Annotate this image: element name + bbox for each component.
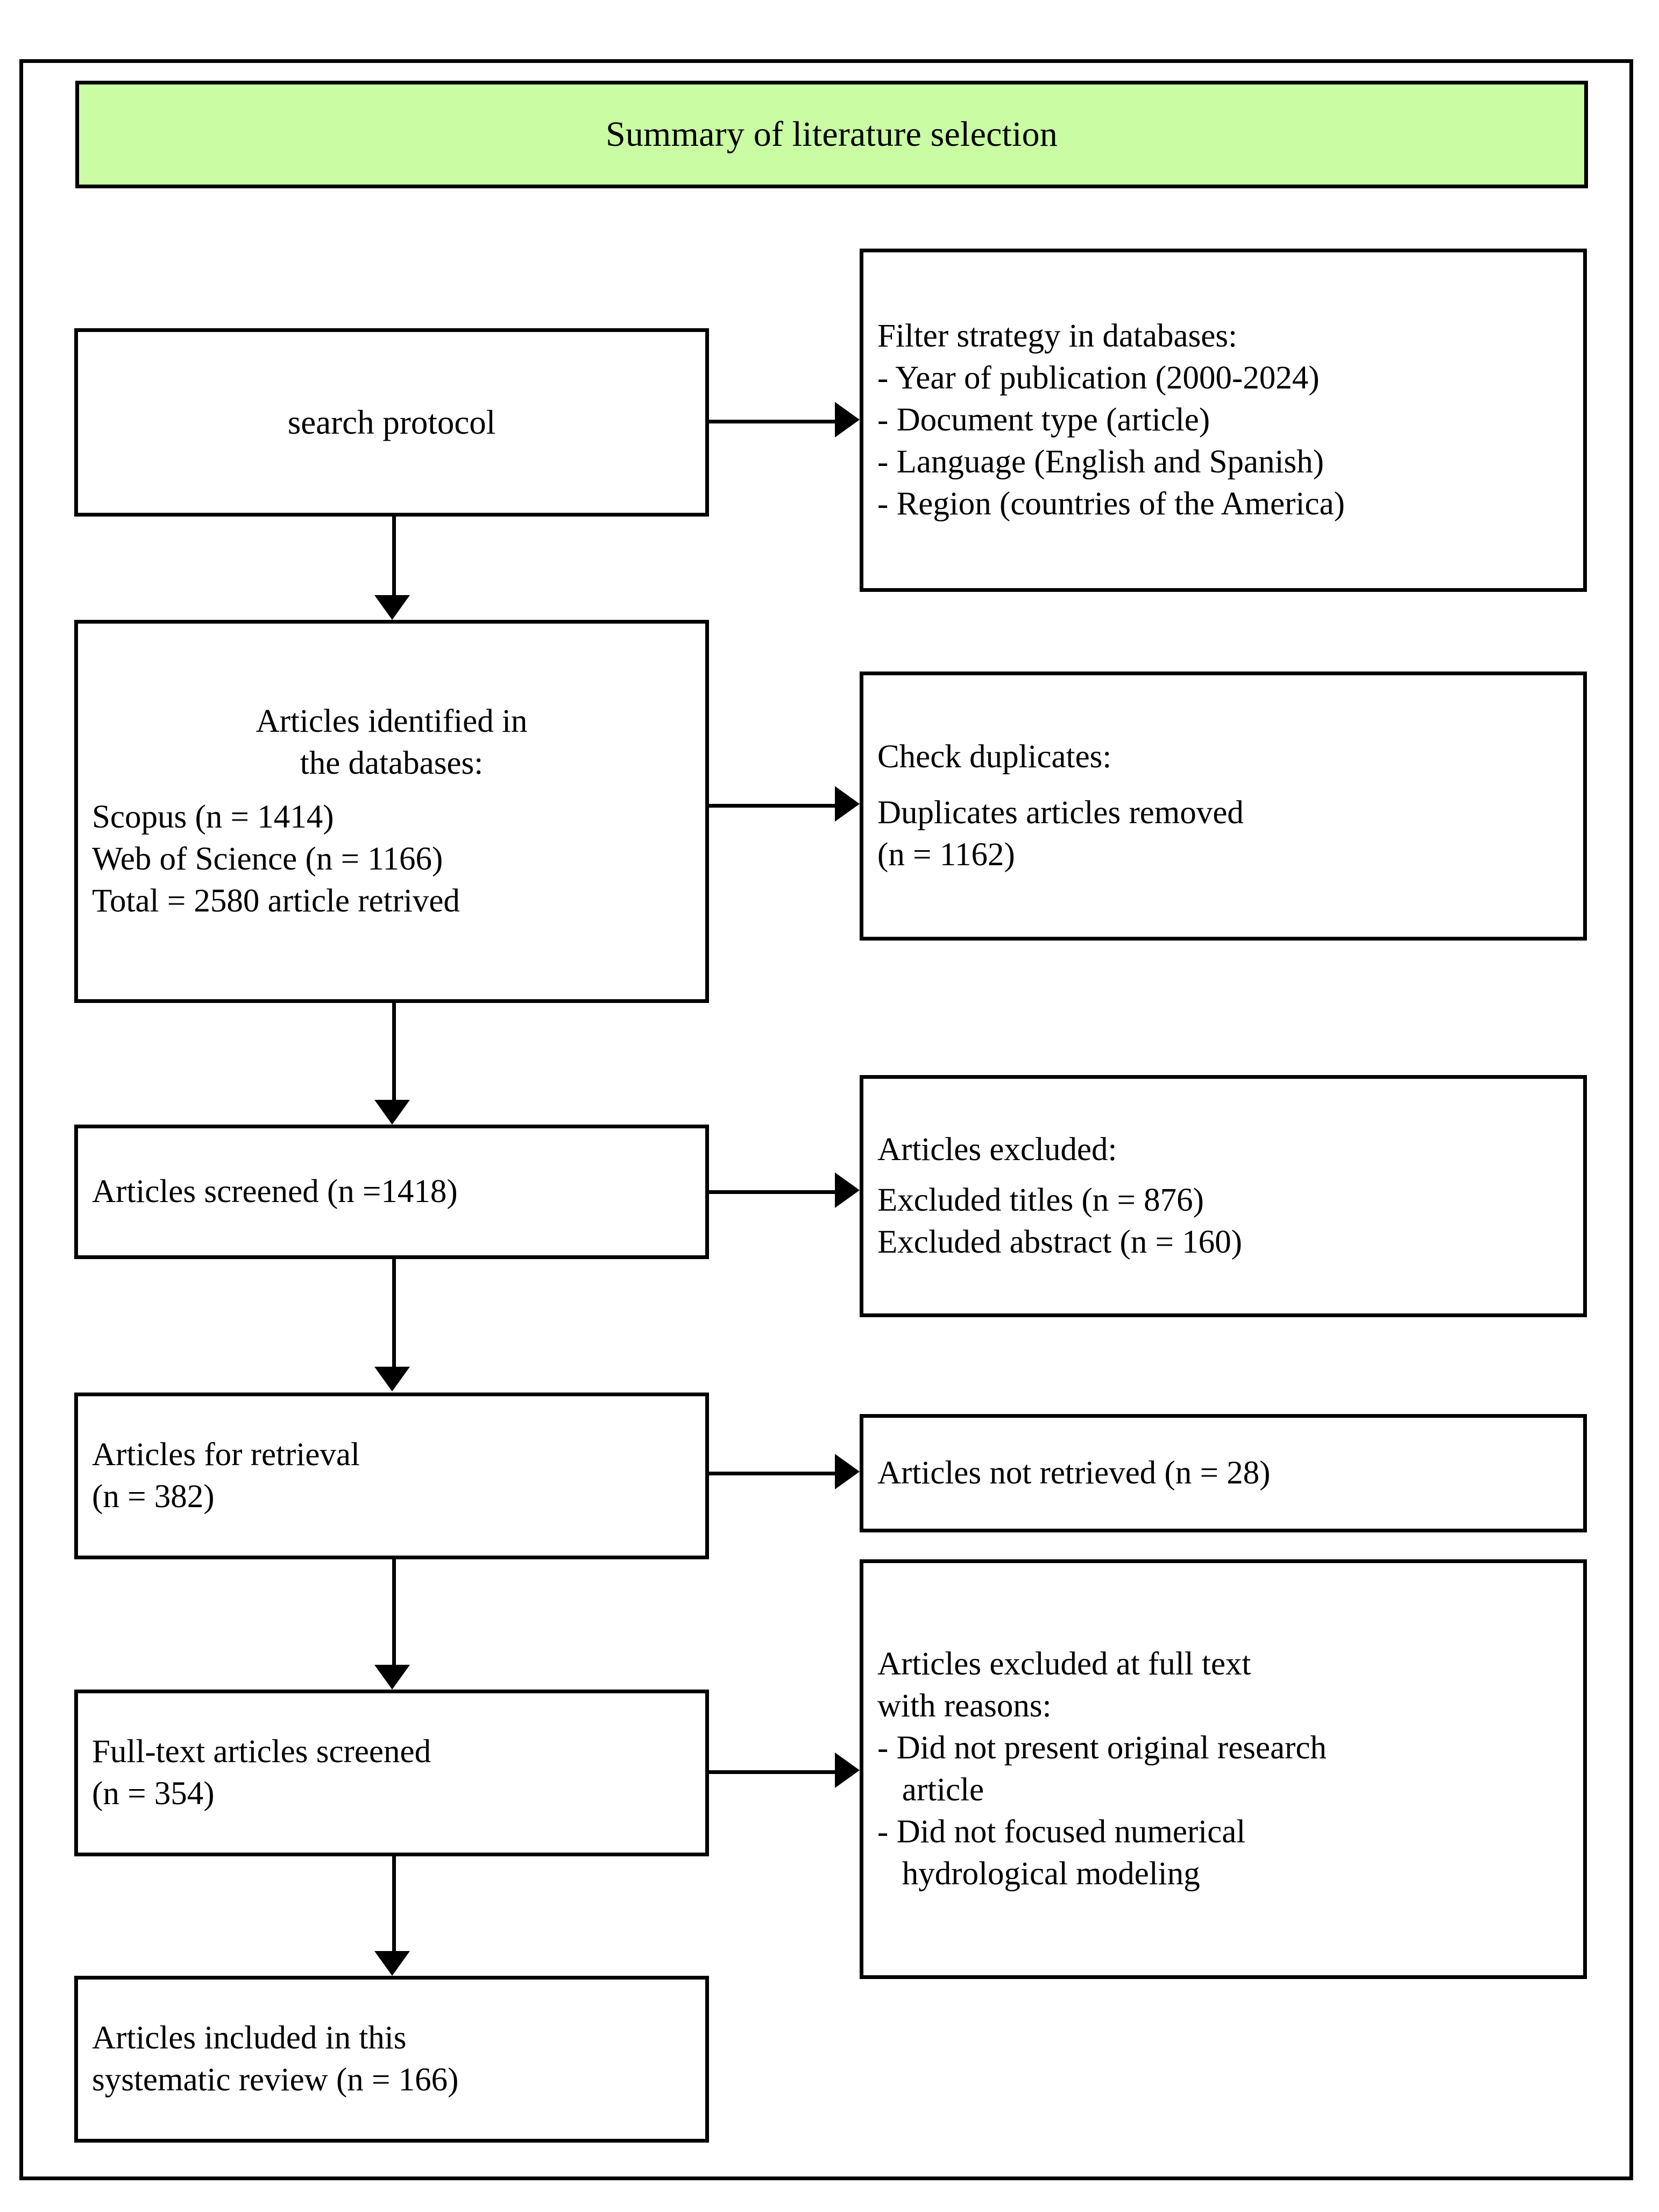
node-excluded-fulltext-line-4: - Did not focused numerical [877, 1814, 1246, 1850]
connector-retrieval-to-notretrieved-line [709, 1472, 836, 1475]
node-articles-for-retrieval: Articles for retrieval (n = 382) [74, 1393, 709, 1559]
node-articles-screened-line-0: Articles screened (n =1418) [92, 1173, 458, 1210]
page-title: Summary of literature selection [605, 115, 1058, 154]
connector-screened-to-retrieval-arrowhead [374, 1367, 410, 1391]
node-filter-strategy-line-1: - Year of publication (2000-2024) [877, 359, 1320, 396]
node-filter-strategy-line-4: - Region (countries of the America) [877, 486, 1345, 522]
node-excluded-fulltext-line-2: - Did not present original research [877, 1729, 1327, 1766]
connector-screened-to-excluded-arrowhead [835, 1172, 860, 1208]
node-check-duplicates-line-2: (n = 1162) [877, 837, 1015, 873]
connector-retrieval-to-fulltext-arrowhead [374, 1665, 410, 1690]
node-articles-included: Articles included in this systematic rev… [74, 1976, 709, 2143]
node-filter-strategy-line-3: - Language (English and Spanish) [877, 444, 1324, 480]
connector-fulltext-to-excluded-arrowhead [835, 1752, 860, 1788]
connector-identified-to-duplicates-line [709, 804, 836, 808]
connector-search-to-filter-arrowhead [835, 402, 860, 437]
node-articles-screened: Articles screened (n =1418) [74, 1125, 709, 1259]
connector-search-to-identified-line [392, 517, 396, 596]
node-fulltext-screened-line-0: Full-text articles screened [92, 1733, 431, 1770]
connector-screened-to-retrieval-line [392, 1259, 396, 1367]
node-articles-not-retrieved: Articles not retrieved (n = 28) [860, 1414, 1587, 1532]
connector-retrieval-to-fulltext-line [392, 1559, 396, 1665]
node-articles-included-line-1: systematic review (n = 166) [92, 2062, 459, 2098]
connector-search-to-filter-line [709, 420, 836, 423]
connector-fulltext-to-included-line [392, 1856, 396, 1951]
connector-identified-to-duplicates-arrowhead [835, 786, 860, 822]
node-check-duplicates: Check duplicates: Duplicates articles re… [860, 672, 1587, 941]
node-articles-identified-line-1: Web of Science (n = 1166) [92, 841, 443, 878]
node-articles-included-line-0: Articles included in this [92, 2019, 407, 2056]
node-search-protocol-line-0: search protocol [287, 403, 496, 441]
figure-title-banner: Summary of literature selection [75, 81, 1588, 188]
node-excluded-fulltext-line-5: hydrological modeling [877, 1856, 1200, 1892]
node-articles-identified-header-0: Articles identified in [256, 703, 528, 739]
node-filter-strategy: Filter strategy in databases: - Year of … [860, 249, 1587, 592]
node-articles-excluded-line-1: Excluded titles (n = 876) [877, 1182, 1204, 1218]
node-excluded-fulltext-line-1: with reasons: [877, 1687, 1052, 1724]
node-articles-identified-line-0: Scopus (n = 1414) [92, 798, 334, 835]
node-fulltext-screened-line-1: (n = 354) [92, 1776, 215, 1812]
node-filter-strategy-line-0: Filter strategy in databases: [877, 317, 1238, 354]
connector-fulltext-to-included-arrowhead [374, 1951, 410, 1976]
node-search-protocol: search protocol [74, 328, 709, 517]
node-excluded-fulltext-line-3: article [877, 1772, 984, 1808]
node-check-duplicates-line-1: Duplicates articles removed [877, 794, 1244, 831]
connector-screened-to-excluded-line [709, 1190, 836, 1194]
node-articles-excluded-line-0: Articles excluded: [877, 1131, 1117, 1168]
connector-identified-to-screened-line [392, 1003, 396, 1101]
node-articles-excluded: Articles excluded: Excluded titles (n = … [860, 1075, 1587, 1317]
connector-identified-to-screened-arrowhead [374, 1100, 410, 1125]
node-articles-excluded-line-2: Excluded abstract (n = 160) [877, 1224, 1243, 1261]
node-filter-strategy-line-2: - Document type (article) [877, 401, 1210, 438]
node-articles-identified-header-1: the databases: [300, 745, 484, 781]
node-articles-identified: Articles identified in the databases: Sc… [74, 620, 709, 1003]
node-excluded-fulltext: Articles excluded at full text with reas… [860, 1559, 1587, 1979]
node-articles-for-retrieval-line-0: Articles for retrieval [92, 1436, 360, 1473]
node-excluded-fulltext-line-0: Articles excluded at full text [877, 1645, 1251, 1682]
node-articles-identified-line-2: Total = 2580 article retrived [92, 883, 460, 920]
node-fulltext-screened: Full-text articles screened (n = 354) [74, 1690, 709, 1856]
connector-search-to-identified-arrowhead [374, 595, 410, 620]
connector-fulltext-to-excluded-line [709, 1770, 836, 1774]
node-articles-not-retrieved-line-0: Articles not retrieved (n = 28) [877, 1454, 1271, 1491]
connector-retrieval-to-notretrieved-arrowhead [835, 1454, 860, 1489]
node-check-duplicates-line-0: Check duplicates: [877, 738, 1112, 775]
node-articles-for-retrieval-line-1: (n = 382) [92, 1479, 215, 1515]
